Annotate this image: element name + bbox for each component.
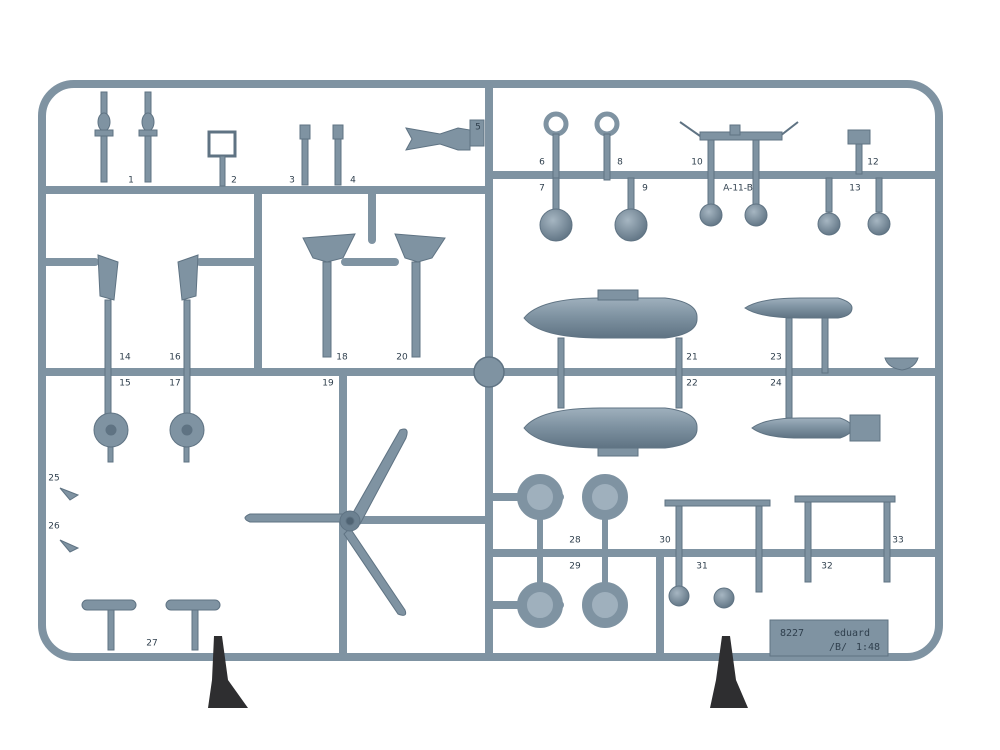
part-number: 31	[696, 562, 707, 572]
scale-label: 1:48	[856, 642, 880, 653]
part-number: 20	[396, 353, 408, 363]
part-number: 4	[350, 176, 356, 186]
brand-name: eduard	[834, 628, 870, 639]
part-number: 7	[539, 184, 545, 194]
part-number: 18	[336, 353, 348, 363]
drop-tanks	[523, 289, 919, 457]
part-number: 19	[322, 379, 334, 389]
part-number-tags: 1 2 3 4 5 6 7 8 9 10 A-11-B 12 13 14 15 …	[48, 123, 903, 649]
part-number: 16	[169, 353, 181, 363]
part-number: 14	[119, 353, 131, 363]
part-number: 28	[569, 536, 581, 546]
part-number: 22	[686, 379, 697, 389]
part-number: 33	[892, 536, 903, 546]
part-number: 17	[169, 379, 180, 389]
small-parts-left	[59, 487, 221, 651]
part-number: 1	[128, 176, 134, 186]
propeller	[244, 428, 408, 616]
part-number: 6	[539, 158, 545, 168]
part-number: 9	[642, 184, 648, 194]
kit-number: 8227	[780, 628, 804, 639]
part-number: 5	[475, 123, 481, 133]
part-number: 29	[569, 562, 581, 572]
part-number: 3	[289, 176, 295, 186]
part-number: 12	[867, 158, 878, 168]
part-number: 27	[146, 639, 157, 649]
part-number: 10	[691, 158, 703, 168]
small-parts-top-right	[539, 111, 891, 242]
part-number: 23	[770, 353, 781, 363]
part-number: A-11-B	[723, 184, 753, 194]
part-number: 15	[119, 379, 130, 389]
sprue-code: /B/	[829, 642, 847, 653]
sprue-gate	[473, 356, 505, 388]
control-sticks	[302, 233, 446, 358]
seat-parts	[93, 254, 205, 463]
wheels	[517, 474, 628, 628]
strut-parts	[664, 495, 896, 609]
part-number: 32	[821, 562, 832, 572]
part-number: 24	[770, 379, 782, 389]
brand-tag: 8227 eduard /B/ 1:48	[769, 619, 889, 657]
small-parts-top-left	[94, 91, 485, 187]
part-number: 8	[617, 158, 623, 168]
part-number: 21	[686, 353, 697, 363]
part-number: 2	[231, 176, 237, 186]
part-number: 26	[48, 522, 60, 532]
part-number: 13	[849, 184, 860, 194]
part-number: 25	[48, 474, 59, 484]
part-number: 30	[659, 536, 671, 546]
stand-clips	[208, 636, 748, 708]
